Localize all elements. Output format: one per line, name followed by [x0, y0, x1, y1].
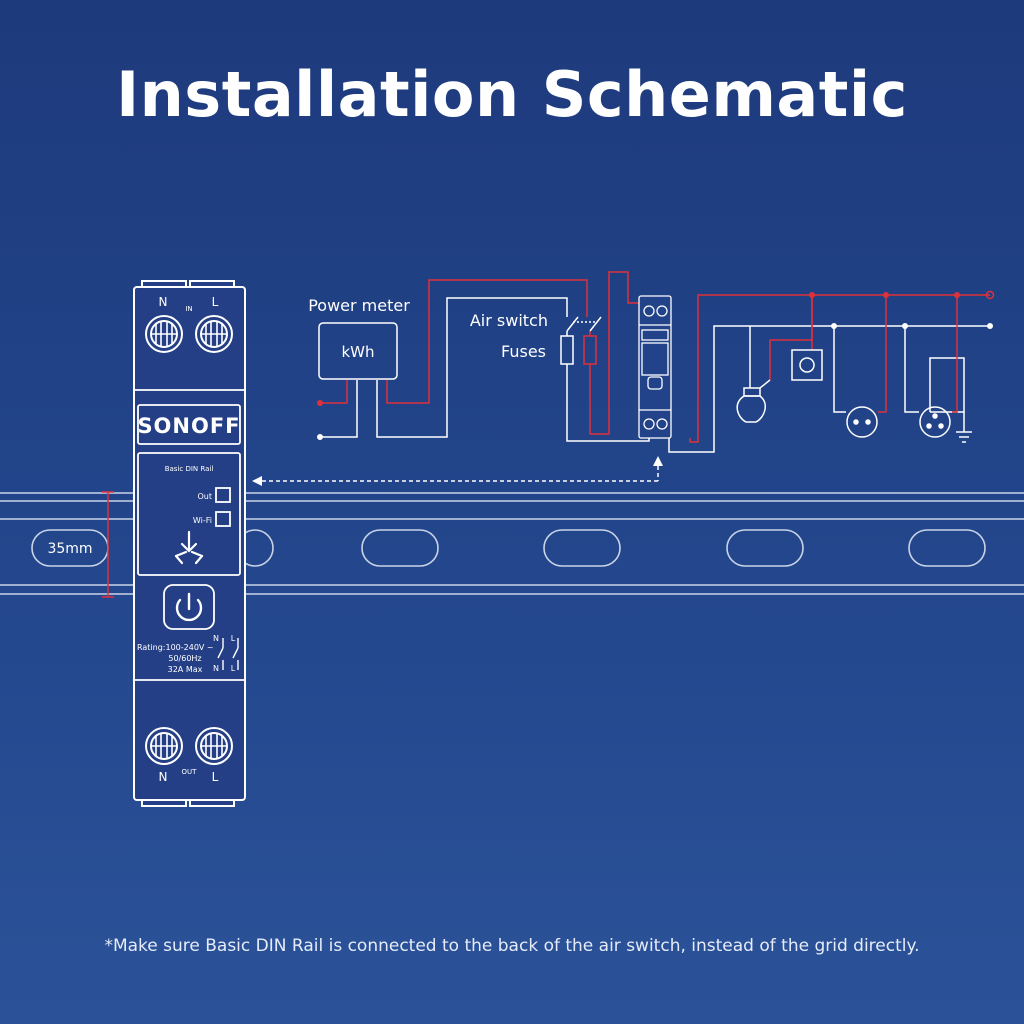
junction-dots: [317, 290, 995, 440]
live-wiring: [320, 271, 990, 443]
kwh-label: kWh: [341, 343, 374, 361]
power-meter-label: Power meter: [308, 296, 410, 315]
air-switch-label: Air switch: [470, 311, 548, 330]
power-meter-box: [318, 322, 398, 380]
rail-slot: [908, 529, 986, 567]
rail-slot: [543, 529, 621, 567]
in-label: IN: [185, 305, 192, 313]
ground-icon: [956, 431, 972, 443]
rail-slot: [361, 529, 439, 567]
power-icon: [175, 592, 203, 622]
contact-l-top: L: [231, 634, 236, 643]
rating-line-3: 32A Max: [168, 665, 203, 674]
socket-2pin-icon: [846, 406, 878, 438]
in-l-label: L: [212, 295, 219, 309]
in-n-label: N: [159, 295, 168, 309]
contact-n-bottom: N: [213, 664, 219, 673]
rating-line-1: Rating:100-240V ~: [137, 643, 214, 652]
fuses-label: Fuses: [501, 342, 546, 361]
rail-slot: [726, 529, 804, 567]
rail-width-label: 35mm: [47, 541, 92, 557]
rail-width-dimension: [102, 491, 114, 598]
out-n-label: N: [159, 770, 168, 784]
device-pointer-arrow: [252, 456, 663, 486]
brand-logo: SONOFF: [137, 414, 240, 438]
rating-line-2: 50/60Hz: [168, 654, 201, 663]
terminal-screws: [145, 315, 233, 765]
fuse-live: [583, 335, 597, 365]
contact-symbol: [217, 638, 239, 670]
led-wifi-label: Wi-Fi: [193, 516, 212, 525]
contact-l-bottom: L: [231, 664, 236, 673]
led-out-label: Out: [197, 492, 212, 501]
pairing-icon: [174, 530, 204, 565]
out-l-label: L: [212, 770, 219, 784]
out-label: OUT: [182, 768, 198, 776]
mini-device: [638, 295, 672, 439]
wall-switch-icon: [791, 349, 823, 381]
contact-n-top: N: [213, 634, 219, 643]
footnote: *Make sure Basic DIN Rail is connected t…: [104, 936, 920, 956]
page-title: Installation Schematic: [116, 58, 908, 131]
din-rail-device: N L IN SONOFF Basic DIN Rail Out Wi-Fi R…: [133, 280, 246, 807]
socket-3pin-icon: [919, 406, 951, 438]
neutral-wiring: [320, 297, 990, 453]
light-bulb-icon: [736, 379, 771, 423]
air-switch-symbol: [566, 316, 602, 332]
fuse-neutral: [560, 335, 574, 365]
model-name: Basic DIN Rail: [165, 465, 214, 473]
